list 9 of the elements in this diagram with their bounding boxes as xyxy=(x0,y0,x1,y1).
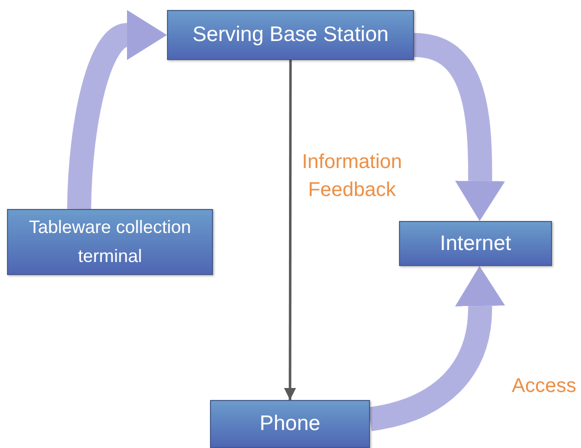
process-box: Internet xyxy=(399,221,552,266)
process-box: Phone xyxy=(210,400,370,448)
arrow xyxy=(284,60,296,400)
curved-block-arrow xyxy=(67,10,166,210)
process-box: Serving Base Station xyxy=(167,10,414,60)
process-box: Tableware collection terminal xyxy=(7,209,213,275)
edge-label: Access xyxy=(510,374,578,399)
edge-label: Information Feedback xyxy=(300,150,404,203)
curved-block-arrow xyxy=(412,33,506,221)
